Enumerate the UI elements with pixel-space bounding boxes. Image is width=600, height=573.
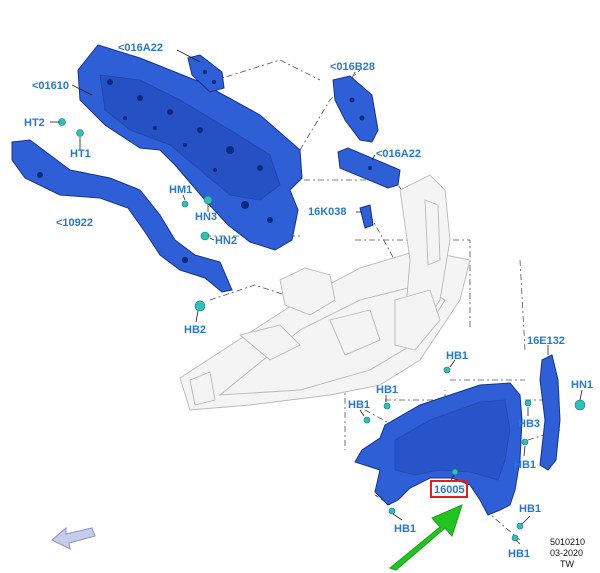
fastener-hm1 bbox=[181, 200, 189, 208]
bracket-16k038-part bbox=[359, 204, 374, 229]
fastener-hb1-b bbox=[363, 416, 371, 424]
vehicle-body-structure bbox=[179, 174, 471, 411]
fastener-hb1-a bbox=[383, 402, 391, 410]
label-ht2: HT2 bbox=[24, 117, 45, 129]
label-hm1: HM1 bbox=[169, 184, 192, 196]
cowl-bracket bbox=[332, 75, 379, 143]
label-hb1-bottom-right-a: HB1 bbox=[519, 503, 541, 515]
label-ht1: HT1 bbox=[70, 148, 91, 160]
label-bracket-16e132: 16E132 bbox=[527, 335, 565, 347]
fastener-ht1 bbox=[76, 129, 84, 137]
cowl-insulator bbox=[337, 147, 401, 189]
label-dash-panel: <01610 bbox=[32, 80, 69, 92]
label-hb1-right: HB1 bbox=[514, 459, 536, 471]
fastener-hb1-top bbox=[443, 366, 451, 374]
label-cowl-insulator: <016A22 bbox=[376, 148, 421, 160]
label-hb1-b: HB1 bbox=[348, 399, 370, 411]
fastener-hb1-bottom-left bbox=[388, 507, 396, 515]
fastener-hn3 bbox=[203, 195, 213, 205]
fastener-hb3 bbox=[524, 399, 532, 407]
fastener-hb1-bottom-right-b bbox=[511, 534, 519, 542]
green-pointer-arrow-icon bbox=[388, 504, 463, 571]
label-hb3: HB3 bbox=[518, 418, 540, 430]
fender-part bbox=[354, 382, 523, 516]
apron-rail bbox=[11, 139, 233, 293]
front-direction-arrow-icon bbox=[51, 526, 96, 550]
label-hn1: HN1 bbox=[571, 379, 593, 391]
label-hn3: HN3 bbox=[195, 211, 217, 223]
label-apron-rail: <10922 bbox=[56, 217, 93, 229]
fender-highlight-box bbox=[430, 480, 468, 498]
fastener-hb1-right bbox=[521, 438, 529, 446]
fastener-hb1-bottom-right-a bbox=[516, 522, 524, 530]
label-hb1-top: HB1 bbox=[446, 350, 468, 362]
dash-panel bbox=[77, 44, 303, 251]
fastener-hn2 bbox=[200, 231, 210, 241]
label-hb1-bottom-left: HB1 bbox=[394, 523, 416, 535]
label-hb2: HB2 bbox=[184, 324, 206, 336]
bracket-16e132-part bbox=[539, 354, 561, 471]
fastener-fender-top bbox=[451, 468, 459, 476]
fastener-hb2 bbox=[194, 300, 206, 312]
dash-insulator-top bbox=[187, 54, 225, 93]
label-hb1-bottom-right-b: HB1 bbox=[508, 548, 530, 560]
label-bracket-16k038: 16K038 bbox=[308, 206, 347, 218]
fastener-hn1 bbox=[574, 399, 586, 411]
reference-date: 03-2020 bbox=[550, 548, 583, 558]
label-fender[interactable]: 16005 bbox=[434, 484, 465, 496]
label-hb1-a: HB1 bbox=[376, 384, 398, 396]
reference-code: TW bbox=[560, 559, 574, 569]
fasteners bbox=[58, 118, 586, 542]
label-dash-insulator-top: <016A22 bbox=[118, 42, 163, 54]
label-hn2: HN2 bbox=[215, 235, 237, 247]
label-cowl-bracket: <016B28 bbox=[330, 61, 375, 73]
reference-number: 5010210 bbox=[550, 537, 585, 547]
